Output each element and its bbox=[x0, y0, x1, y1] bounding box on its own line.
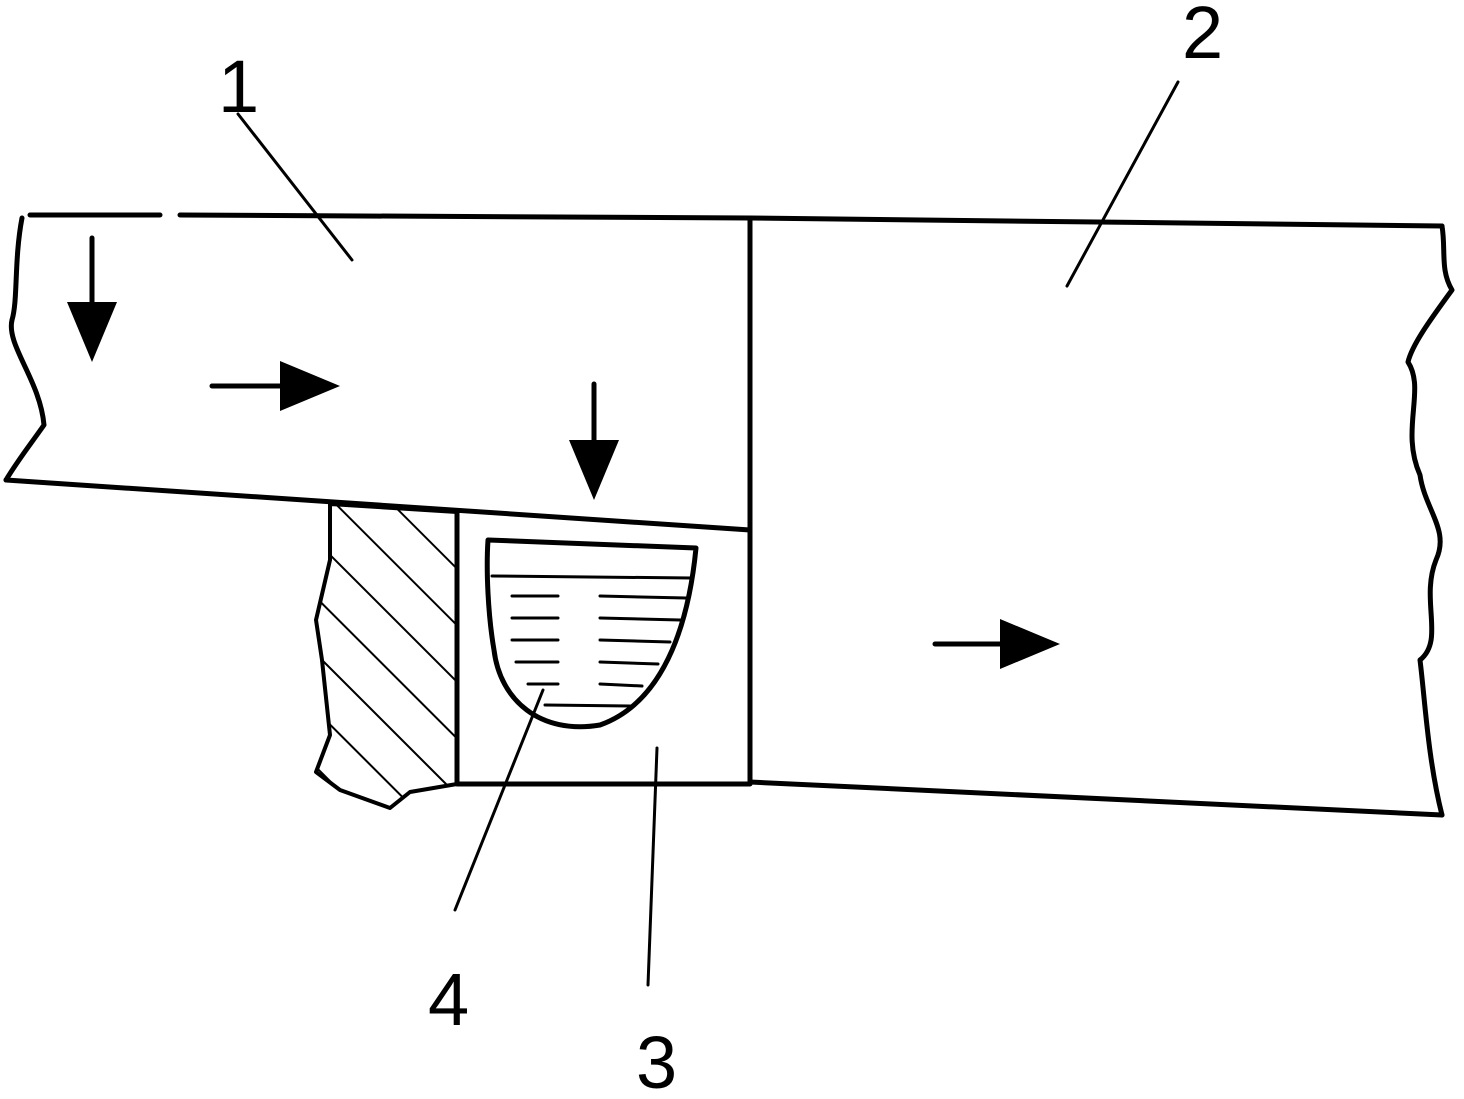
leader-2 bbox=[1065, 80, 1180, 288]
label-3: 3 bbox=[636, 1021, 677, 1099]
label-4: 4 bbox=[428, 958, 469, 1041]
hatched-wall bbox=[314, 502, 459, 810]
leader-4 bbox=[453, 688, 545, 912]
leader-1 bbox=[236, 112, 354, 262]
part-2-channel bbox=[747, 215, 1455, 818]
part-4-vessel bbox=[484, 537, 699, 730]
part-1-channel bbox=[3, 212, 753, 533]
part-3-box bbox=[454, 509, 753, 787]
label-1: 1 bbox=[218, 45, 259, 128]
label-2: 2 bbox=[1182, 0, 1223, 74]
leader-3 bbox=[646, 746, 659, 987]
